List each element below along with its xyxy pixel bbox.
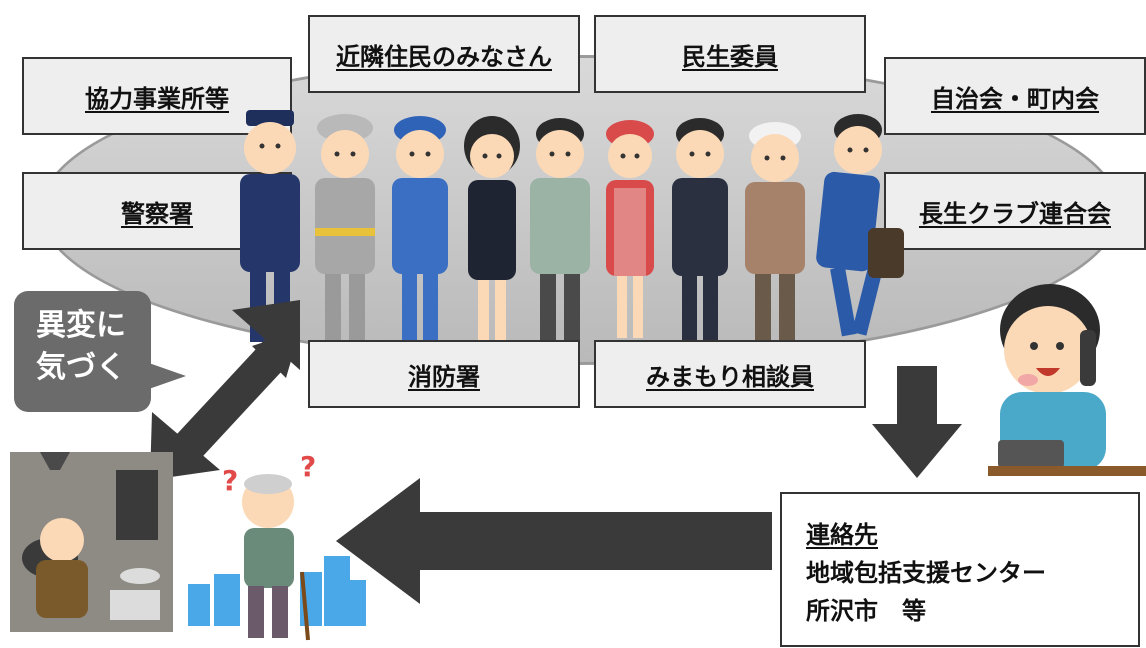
- callout-line-2: 気づく: [36, 350, 126, 385]
- confused-elderly-person-illustration: ? ?: [188, 450, 366, 641]
- group-label-keisatsu: 警察署: [121, 199, 193, 228]
- down-arrow-icon: [872, 366, 962, 478]
- group-box-jichikai: 自治会・町内会: [884, 57, 1146, 135]
- group-label-mimamori: みまもり相談員: [646, 362, 814, 391]
- group-label-kinrin: 近隣住民のみなさん: [336, 42, 552, 71]
- group-label-minsei: 民生委員: [682, 42, 778, 71]
- group-box-mimamori: みまもり相談員: [594, 340, 866, 408]
- contact-heading: 連絡先: [806, 521, 878, 549]
- person-on-phone-illustration: [988, 284, 1146, 476]
- group-box-chousei: 長生クラブ連合会: [884, 172, 1146, 250]
- group-box-minsei: 民生委員: [594, 15, 866, 93]
- left-arrow-icon: [336, 478, 772, 604]
- svg-text:?: ?: [222, 464, 238, 497]
- group-label-chousei: 長生クラブ連合会: [919, 199, 1111, 228]
- contact-line-1: 地域包括支援センター: [806, 559, 1046, 587]
- contact-box: 連絡先 地域包括支援センター 所沢市 等: [780, 492, 1140, 647]
- group-box-kinrin: 近隣住民のみなさん: [308, 15, 580, 93]
- group-label-jichikai: 自治会・町内会: [931, 84, 1099, 113]
- group-box-shoubou: 消防署: [308, 340, 580, 408]
- contact-line-2: 所沢市 等: [806, 597, 926, 625]
- elderly-person-at-home-illustration: [10, 452, 173, 632]
- group-label-kyoryoku: 協力事業所等: [85, 84, 229, 113]
- notice-callout: 異変に 気づく: [14, 291, 151, 412]
- callout-tail: [146, 362, 186, 390]
- group-label-shoubou: 消防署: [408, 362, 480, 391]
- svg-text:?: ?: [300, 450, 316, 483]
- group-of-helpers-illustration: [240, 110, 904, 342]
- callout-line-1: 異変に: [36, 308, 126, 343]
